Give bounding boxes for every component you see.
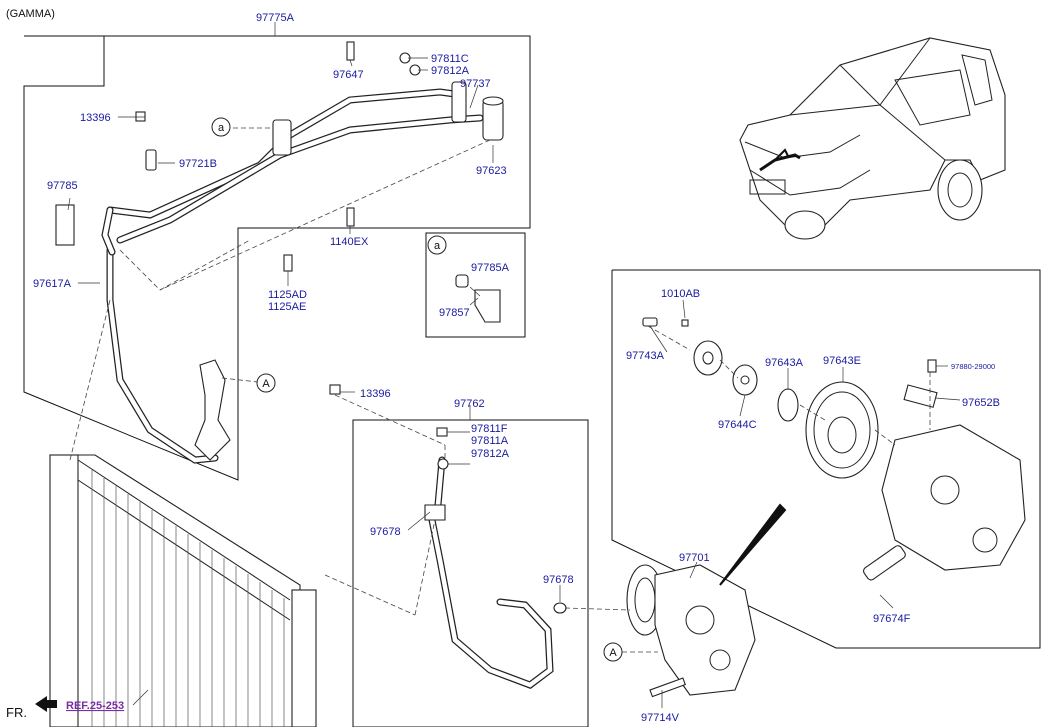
bracket-97785a (455, 274, 501, 323)
callout-a-upper-text: a (218, 122, 225, 134)
part-97785a[interactable]: 97785A (471, 262, 510, 274)
callout-a-upper: a (211, 117, 231, 137)
part-97743a[interactable]: 97743A (626, 350, 665, 362)
front-arrow-icon (35, 696, 57, 712)
part-97643a[interactable]: 97643A (765, 357, 804, 369)
callout-a-detail-text: a (434, 240, 441, 252)
callout-A-lower-text: A (609, 647, 617, 659)
part-97647[interactable]: 97647 (333, 69, 364, 81)
front-direction-indicator: FR. (6, 696, 57, 720)
part-97643e[interactable]: 97643E (823, 355, 861, 367)
leader-lines (67, 22, 961, 708)
fastener-13396-top (135, 111, 146, 122)
part-97674f[interactable]: 97674F (873, 613, 911, 625)
part-97701[interactable]: 97701 (679, 552, 710, 564)
part-1140ex[interactable]: 1140EX (330, 236, 369, 248)
compressor-detail-frame (611, 269, 1041, 649)
part-1125ae[interactable]: 1125AE (268, 301, 306, 313)
part-1125ad[interactable]: 1125AD (268, 289, 307, 301)
part-97811c[interactable]: 97811C (431, 53, 469, 65)
fastener-97721b (145, 149, 157, 171)
part-97623[interactable]: 97623 (476, 165, 507, 177)
callout-A-lower: A (603, 642, 623, 662)
suction-hose-assembly (55, 81, 504, 464)
bolt-1125ad (283, 254, 293, 272)
part-1010ab[interactable]: 1010AB (661, 288, 700, 300)
part-97812a-top[interactable]: 97812A (431, 65, 470, 77)
part-97644c[interactable]: 97644C (718, 419, 757, 431)
part-97775a[interactable]: 97775A (256, 12, 295, 24)
part-97678-left[interactable]: 97678 (370, 526, 401, 538)
callout-A-upper: A (256, 373, 276, 393)
discharge-hose-97762 (329, 384, 567, 689)
part-97737[interactable]: 97737 (460, 78, 491, 90)
part-97617a[interactable]: 97617A (33, 278, 72, 290)
oring-97811c (399, 52, 421, 76)
reference-link[interactable]: REF.25-253 (66, 700, 124, 712)
callout-a-detail: a (427, 235, 447, 255)
assembly-frame-97775a (23, 35, 531, 481)
clutch-parts (642, 317, 1026, 581)
part-97785[interactable]: 97785 (47, 180, 78, 192)
part-97812a-mid[interactable]: 97812A (471, 448, 510, 460)
part-97811a[interactable]: 97811A (471, 435, 509, 447)
part-97762[interactable]: 97762 (454, 398, 485, 410)
vehicle-icon (739, 37, 1006, 240)
part-97811f[interactable]: 97811F (471, 423, 508, 435)
compressor-97701 (626, 503, 787, 698)
part-97678-right[interactable]: 97678 (543, 574, 574, 586)
fastener-97647 (346, 41, 355, 61)
part-97714v[interactable]: 97714V (641, 712, 680, 724)
engine-label: (GAMMA) (6, 8, 55, 20)
part-97652b[interactable]: 97652B (962, 397, 1000, 409)
part-13396-top[interactable]: 13396 (80, 112, 111, 124)
part-labels: 97775A 97647 97811C 97812A 97737 13396 9… (33, 12, 1000, 724)
condenser (49, 454, 317, 727)
callout-A-upper-text: A (262, 378, 270, 390)
alignment-lines (69, 127, 931, 653)
part-97857[interactable]: 97857 (439, 307, 470, 319)
part-97880-29000[interactable]: 97880-29000 (951, 362, 995, 371)
bolt-1140ex (346, 207, 355, 227)
reference-leader (132, 689, 149, 706)
fr-label: FR. (6, 705, 27, 720)
part-97721b[interactable]: 97721B (179, 158, 217, 170)
assembly-frame-97762 (352, 419, 589, 727)
part-13396-mid[interactable]: 13396 (360, 388, 391, 400)
detail-box-a (425, 232, 526, 338)
